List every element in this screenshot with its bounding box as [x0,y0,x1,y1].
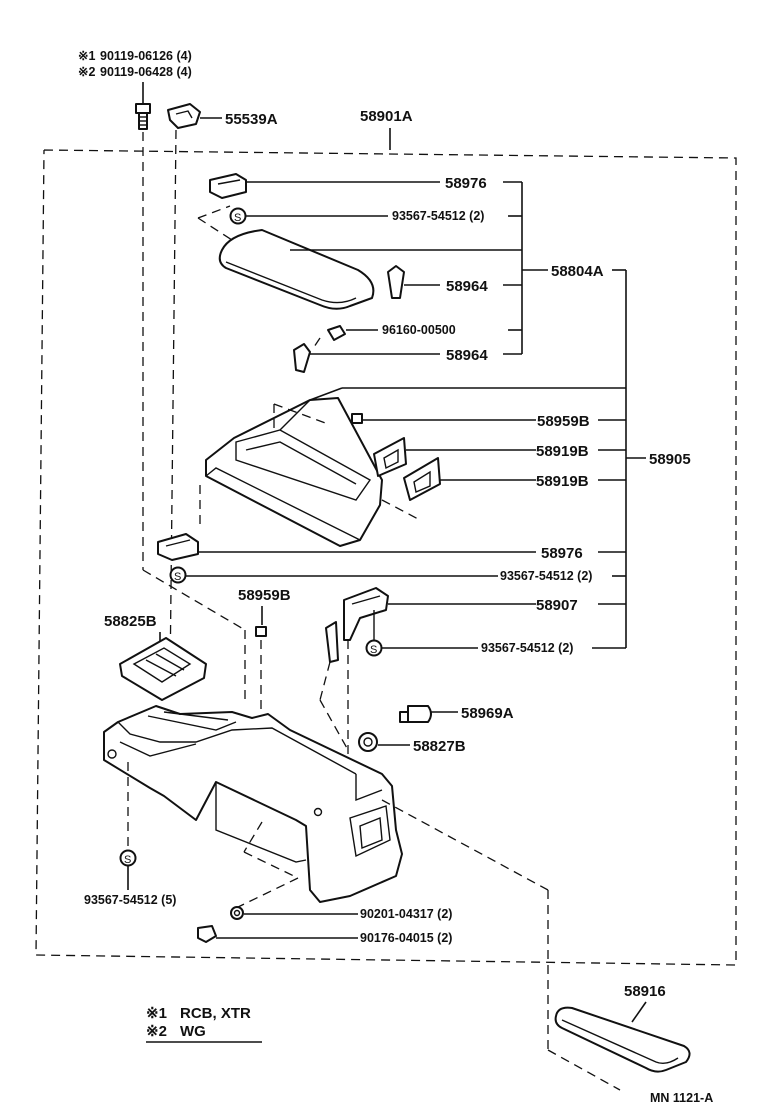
note-2-part: 90119-06428 (4) [100,65,192,79]
knob-58969A [399,705,432,723]
label-58827B: 58827B [413,738,466,755]
bolt-90119 [135,103,151,130]
hinge-pin-58964-a [387,265,405,299]
hinge-58976-top [209,173,247,199]
hinge-pin-58964-b [293,343,311,373]
console-body [103,705,403,903]
diagram-code: MN 1121-A [650,1091,713,1105]
label-58825B: 58825B [104,613,157,630]
label-58976-mid: 58976 [541,545,583,562]
note-1-part: 90119-06126 (4) [100,49,192,63]
label-93567-b: 93567-54512 (2) [500,569,592,583]
svg-text:S: S [174,571,181,583]
label-58964-a: 58964 [446,278,488,295]
label-58969A: 58969A [461,705,514,722]
legend-2-mark: ※2 [146,1023,167,1040]
label-58919B-a: 58919B [536,443,589,460]
label-58959B-b: 58959B [238,587,291,604]
label-93567-d: 93567-54512 (5) [84,893,176,907]
label-96160: 96160-00500 [382,323,456,337]
shift-plate-58825B [119,637,207,701]
label-90176: 90176-04015 (2) [360,931,452,945]
hinge-58976-mid [157,533,199,561]
screw-93567-c: S [365,610,383,657]
screw-93567-b: S [169,566,187,584]
armrest-lid [218,229,375,310]
nut-90176 [197,925,217,943]
grommet-58827B [358,732,378,752]
svg-text:S: S [370,644,377,656]
clip-55539A [167,103,201,129]
label-58959B-a: 58959B [537,413,590,430]
assembly-boundary [35,149,737,966]
label-58916: 58916 [624,983,666,1000]
pad-58959B-b [255,626,267,637]
console-box-58905 [205,397,383,547]
legend-1-mark: ※1 [146,1005,167,1022]
label-93567-c: 93567-54512 (2) [481,641,573,655]
label-58804A: 58804A [551,263,604,280]
pad-58959B-a [351,413,363,424]
note-2-mark: ※2 [78,65,95,79]
bracket-58919B-a [373,437,407,477]
label-58901A: 58901A [360,108,413,125]
mat-58916 [554,1006,691,1073]
legend-1-text: RCB, XTR [180,1005,251,1022]
label-58905: 58905 [649,451,691,468]
screw-93567-d: S [119,849,137,867]
svg-text:S: S [234,212,241,224]
legend-2-text: WG [180,1023,206,1040]
label-58907: 58907 [536,597,578,614]
screw-93567-a: S [229,207,247,225]
label-58976-top: 58976 [445,175,487,192]
svg-text:S: S [124,854,131,866]
note-1-mark: ※1 [78,49,95,63]
label-90201: 90201-04317 (2) [360,907,452,921]
label-93567-a: 93567-54512 (2) [392,209,484,223]
label-58919B-b: 58919B [536,473,589,490]
label-55539A: 55539A [225,111,278,128]
pin-96160 [327,325,346,341]
label-58964-b: 58964 [446,347,488,364]
bracket-58907 [325,587,389,663]
bracket-58919B-b [403,457,441,501]
washer-90201 [230,906,244,920]
